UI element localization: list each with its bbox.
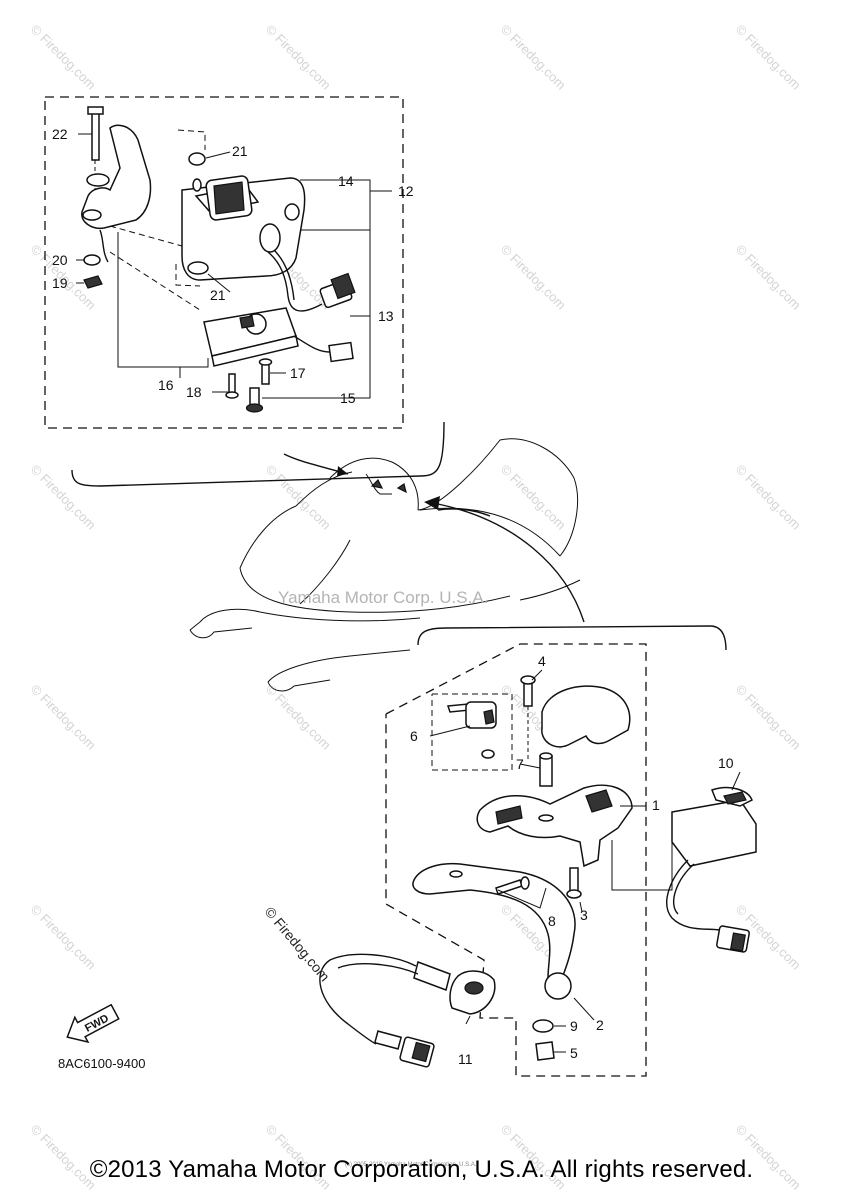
callout-7: 7 xyxy=(516,756,524,772)
fwd-arrow: FWD xyxy=(66,1003,120,1044)
callout-8: 8 xyxy=(548,913,556,929)
lower-dashed-frame xyxy=(385,643,647,1077)
callout-6: 6 xyxy=(410,728,418,744)
watermark: © Firedog.com xyxy=(28,902,99,973)
callout-2: 2 xyxy=(596,1017,604,1033)
watermark: © Firedog.com xyxy=(498,462,569,533)
nut-19 xyxy=(83,275,103,289)
fine-print: (c) 2005-2015 Yamaha Motor Corporation, … xyxy=(345,1162,477,1168)
upper-assembly: 22 21 14 12 20 19 21 13 17 16 18 15 xyxy=(44,96,414,429)
grommet-21-top xyxy=(188,152,206,166)
washer-20 xyxy=(83,254,101,266)
watermark: © Firedog.com xyxy=(733,462,804,533)
callout-9: 9 xyxy=(570,1018,578,1034)
lever-bracket xyxy=(476,784,633,868)
callout-22: 22 xyxy=(52,126,68,142)
callout-10: 10 xyxy=(718,755,734,771)
upper-dashed-frame xyxy=(44,96,404,429)
callout-11: 11 xyxy=(458,1051,473,1067)
lower-callout-arrow xyxy=(417,496,727,651)
sleeve-7 xyxy=(539,752,553,787)
nut-5 xyxy=(535,1041,555,1061)
callout-12: 12 xyxy=(398,183,414,199)
watermark: © Firedog.com xyxy=(733,242,804,313)
fwd-label: FWD xyxy=(83,1012,111,1034)
upper-callout-bracket xyxy=(71,421,445,487)
cover-cap xyxy=(541,685,631,748)
grommet-21-bottom xyxy=(187,261,209,275)
copyright-footer: ©2013 Yamaha Motor Corporation, U.S.A. A… xyxy=(89,1156,754,1183)
watermark: © Firedog.com xyxy=(498,242,569,313)
callout-14: 14 xyxy=(338,173,354,189)
screw-3 xyxy=(566,867,582,899)
screw-17 xyxy=(258,358,273,385)
grommet-hole xyxy=(192,178,202,192)
brand-watermark: Yamaha Motor Corp. U.S.A. xyxy=(278,588,488,607)
screw-8 xyxy=(495,876,530,895)
callout-18: 18 xyxy=(186,384,202,400)
washer-9 xyxy=(532,1019,554,1033)
screw-15 xyxy=(245,387,264,413)
switch-unit xyxy=(203,307,354,367)
watermark: © Firedog.com xyxy=(263,462,334,533)
callout-20: 20 xyxy=(52,252,68,268)
callout-21-top: 21 xyxy=(232,143,248,159)
watermark: © Firedog.com xyxy=(28,22,99,93)
watermark: © Firedog.com xyxy=(498,22,569,93)
watermark: © Firedog.com xyxy=(263,682,334,753)
callout-21-bottom: 21 xyxy=(210,287,226,303)
callout-3: 3 xyxy=(580,907,588,923)
snowmobile-outline xyxy=(189,438,581,692)
callout-15: 15 xyxy=(340,390,356,406)
screw-4 xyxy=(520,675,536,760)
callout-13: 13 xyxy=(378,308,394,324)
callout-16: 16 xyxy=(158,377,174,393)
brake-switch-11 xyxy=(319,953,496,1068)
diagram-code: 8AC6100-9400 xyxy=(58,1056,145,1071)
bracket xyxy=(81,124,152,263)
callout-19: 19 xyxy=(52,275,68,291)
lower-assembly: 4 6 7 10 1 8 3 2 9 5 11 xyxy=(319,643,757,1077)
watermark: © Firedog.com xyxy=(28,682,99,753)
callout-5: 5 xyxy=(570,1045,578,1061)
watermark: © Firedog.com xyxy=(28,462,99,533)
callout-17: 17 xyxy=(290,365,306,381)
callout-4: 4 xyxy=(538,653,546,669)
bolt-block-6 xyxy=(429,701,497,759)
watermark: © Firedog.com xyxy=(733,682,804,753)
firedog-watermark-rotated: © Firedog.com xyxy=(262,904,333,985)
brake-lever xyxy=(412,862,576,1000)
switch-housing xyxy=(181,175,356,312)
watermark: © Firedog.com xyxy=(263,22,334,93)
watermark: © Firedog.com xyxy=(733,22,804,93)
switch-module-10 xyxy=(666,786,757,953)
screw-18 xyxy=(225,373,239,399)
callout-1: 1 xyxy=(652,797,660,813)
